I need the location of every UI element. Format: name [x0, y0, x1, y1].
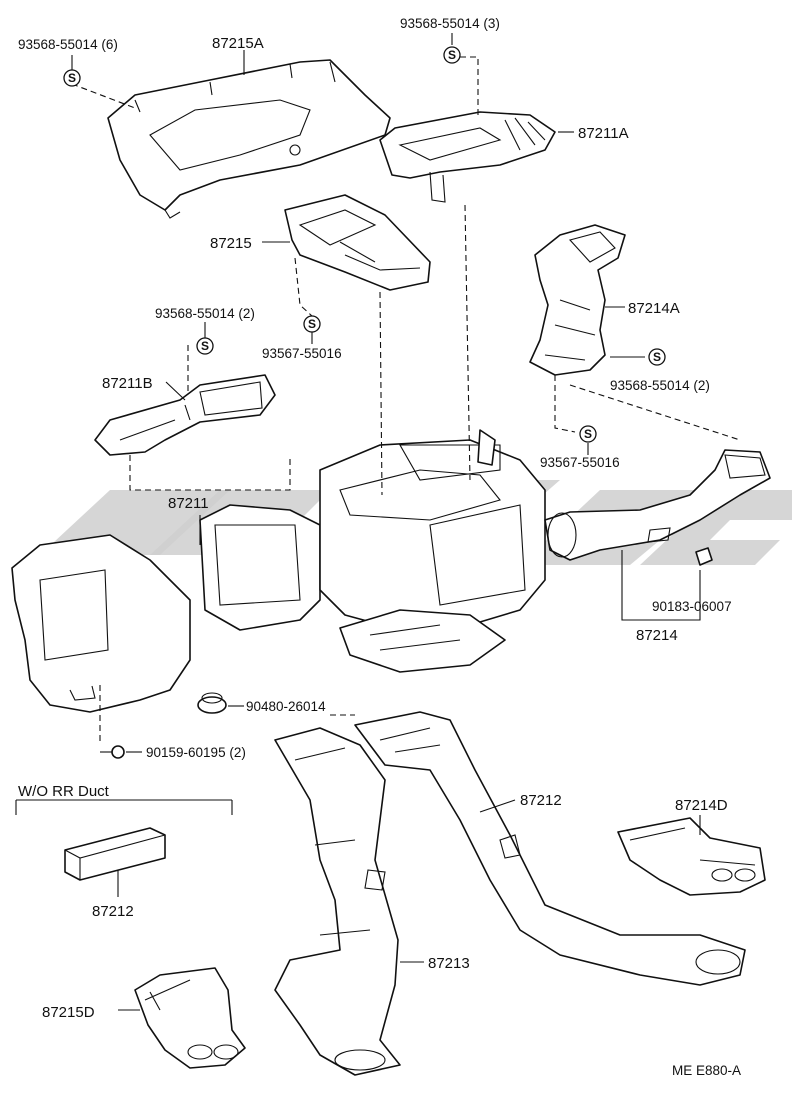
label-bolt: 90159-60195 (2) — [146, 745, 246, 760]
bolt-part — [100, 745, 125, 759]
label-87215: 87215 — [210, 235, 252, 252]
label-clip-right: 93567-55016 — [540, 455, 620, 470]
svg-text:S: S — [68, 71, 76, 85]
leader-lines — [15, 33, 741, 1011]
grommet-part — [197, 692, 227, 714]
label-87211: 87211 — [168, 495, 209, 512]
duct-87212 — [354, 711, 746, 986]
label-87214A: 87214A — [628, 300, 680, 317]
screw-symbol-3: S — [196, 337, 214, 355]
label-87215D: 87215D — [42, 1004, 95, 1021]
label-screw-top-right: 93568-55014 (3) — [400, 16, 500, 31]
label-87211A: 87211A — [578, 125, 629, 142]
label-87214: 87214 — [636, 627, 678, 644]
duct-87213 — [274, 727, 401, 1076]
duct-87214A — [529, 224, 626, 376]
svg-text:S: S — [584, 427, 592, 441]
label-screw-mid: 93568-55014 (2) — [155, 306, 255, 321]
svg-text:S: S — [653, 350, 661, 364]
label-87214D: 87214D — [675, 797, 728, 814]
svg-text:S: S — [308, 317, 316, 331]
screw-symbol-5: S — [648, 348, 666, 366]
label-87212: 87212 — [520, 792, 562, 809]
duct-87211A — [379, 111, 556, 203]
heater-unit — [11, 429, 546, 713]
block-87212 — [64, 827, 166, 881]
duct-87215A — [107, 59, 391, 219]
label-87212-block: 87212 — [92, 903, 134, 920]
label-screw-right: 93568-55014 (2) — [610, 378, 710, 393]
screw-symbol-2: S — [443, 46, 461, 64]
label-87211B: 87211B — [102, 375, 153, 392]
note-wo-rr-duct: W/O RR Duct — [18, 783, 110, 800]
label-clip-small: 90183-06007 — [652, 599, 732, 614]
figure-code: ME E880-A — [672, 1063, 741, 1078]
label-87213: 87213 — [428, 955, 470, 972]
clip-part — [695, 547, 713, 566]
duct-87214 — [544, 449, 771, 561]
duct-87215 — [284, 194, 431, 291]
screw-symbol-6: S — [579, 425, 597, 443]
duct-87211B — [94, 374, 276, 456]
svg-text:S: S — [201, 339, 209, 353]
label-screw-top-left: 93568-55014 (6) — [18, 37, 118, 52]
outlet-87215D — [134, 967, 246, 1069]
label-87215A: 87215A — [212, 35, 264, 52]
label-grommet: 90480-26014 — [246, 699, 326, 714]
svg-text:S: S — [448, 48, 456, 62]
screw-symbol-1: S — [63, 69, 81, 87]
outlet-87214D — [617, 817, 766, 896]
screw-symbol-4: S — [303, 315, 321, 333]
label-clip-upper: 93567-55016 — [262, 346, 342, 361]
